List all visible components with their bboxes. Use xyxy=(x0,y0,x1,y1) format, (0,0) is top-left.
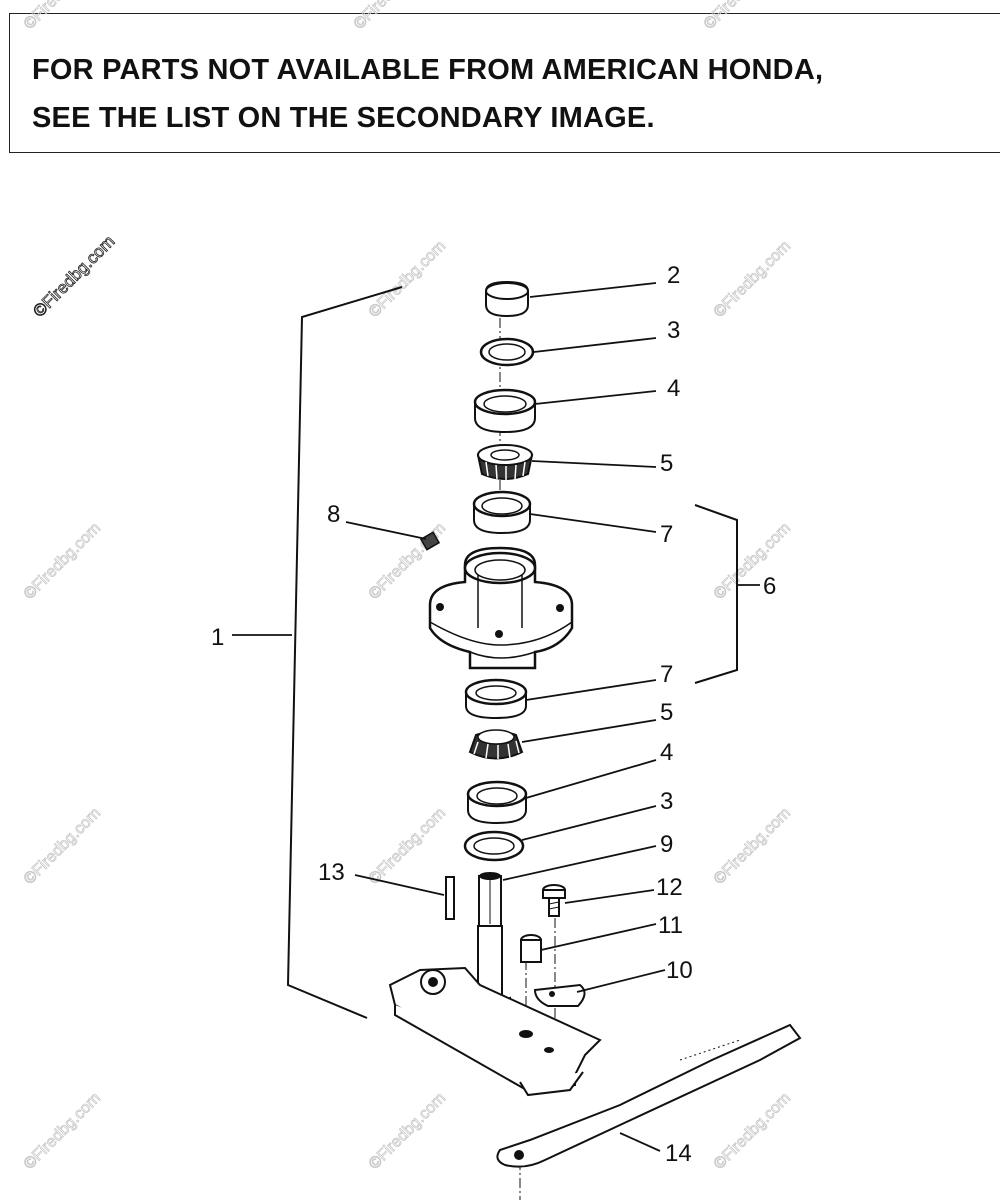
part-7-race-icon xyxy=(464,678,528,720)
watermark: ©Firedbg.com xyxy=(711,805,794,888)
watermark: ©Firedbg.com xyxy=(711,238,794,321)
notice-line-2: SEE THE LIST ON THE SECONDARY IMAGE. xyxy=(32,102,655,134)
callout-3: 3 xyxy=(660,788,673,815)
part-5-roller-bearing-icon xyxy=(476,444,534,480)
callout-9: 9 xyxy=(660,831,673,858)
callout-labels: 2 3 4 5 7 8 6 1 7 5 4 3 9 12 11 10 13 14 xyxy=(211,262,776,1167)
watermark: ©Firedbg.com xyxy=(701,0,784,33)
callout-5: 5 xyxy=(660,450,673,477)
callout-1: 1 xyxy=(211,624,224,651)
callout-4: 4 xyxy=(667,375,680,402)
part-3-washer-icon xyxy=(479,337,535,367)
watermark: ©Firedbg.com xyxy=(366,1090,449,1173)
watermark: ©Firedbg.com xyxy=(21,520,104,603)
callout-7: 7 xyxy=(660,661,673,688)
callout-13: 13 xyxy=(318,859,345,886)
spindle-hub-housing-icon xyxy=(428,546,574,670)
watermark: ©Firedbg.com xyxy=(366,238,449,321)
part-2-cap-icon xyxy=(485,280,529,318)
notice-line-1: FOR PARTS NOT AVAILABLE FROM AMERICAN HO… xyxy=(32,54,824,86)
part-8-grease-fitting-icon xyxy=(419,531,441,551)
part-4-bearing-cup-icon xyxy=(466,780,528,825)
callout-6: 6 xyxy=(763,573,776,600)
callout-2: 2 xyxy=(667,262,680,289)
watermark: ©Firedbg.com xyxy=(351,0,434,33)
watermark: ©Firedbg.com xyxy=(366,805,449,888)
callout-11: 11 xyxy=(658,912,683,939)
part-7-race-icon xyxy=(472,490,532,535)
callout-5: 5 xyxy=(660,699,673,726)
part-11-pin-icon xyxy=(520,934,542,963)
leader-lines xyxy=(232,282,760,1152)
callout-12: 12 xyxy=(656,874,683,901)
callout-7: 7 xyxy=(660,521,673,548)
watermark: ©Firedbg.com xyxy=(711,1090,794,1173)
part-4-bearing-cup-icon xyxy=(473,388,537,434)
part-14-blade-icon xyxy=(496,1023,802,1168)
callout-8: 8 xyxy=(327,501,340,528)
part-13-key-icon xyxy=(445,876,455,920)
notice-box: FOR PARTS NOT AVAILABLE FROM AMERICAN HO… xyxy=(9,13,1000,153)
part-5-roller-bearing-icon xyxy=(468,729,524,760)
callout-10: 10 xyxy=(666,957,693,984)
watermark: ©Firedbg.com xyxy=(21,0,104,33)
watermark: ©Firedbg.com xyxy=(711,520,794,603)
bracket-6 xyxy=(694,504,738,684)
callout-14: 14 xyxy=(665,1140,692,1167)
callout-3: 3 xyxy=(667,317,680,344)
part-10-plate-icon xyxy=(533,983,586,1007)
watermark: ©Firedbg.com xyxy=(21,805,104,888)
part-3-washer-icon xyxy=(463,830,525,862)
callout-4: 4 xyxy=(660,739,673,766)
blade-adapter-plate-icon xyxy=(388,966,602,1097)
part-12-bolt-icon xyxy=(542,884,566,917)
watermark-main: ©Firedbg.com xyxy=(29,232,118,321)
watermark: ©Firedbg.com xyxy=(21,1090,104,1173)
bracket-1 xyxy=(286,286,403,1019)
